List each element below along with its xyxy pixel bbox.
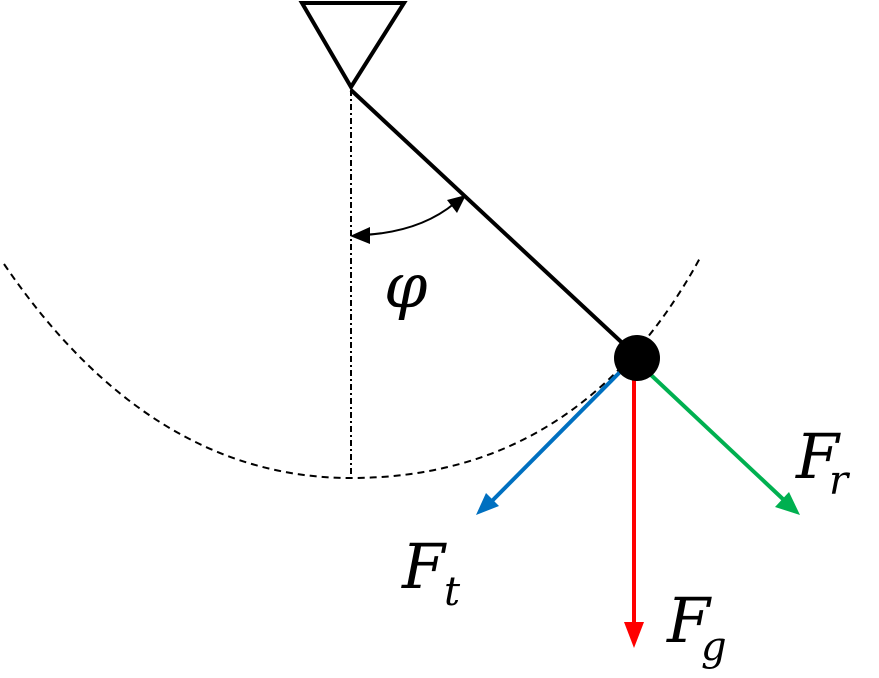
tangential-force-subscript: t — [444, 569, 461, 615]
angle-label: φ — [384, 249, 428, 322]
gravity-force-label: F — [666, 584, 712, 657]
angle-arc-arrowhead-left — [350, 227, 370, 244]
radial-force-arrowhead — [775, 492, 800, 515]
angle-arc-arrowhead-right — [447, 195, 466, 213]
radial-force-arrow — [649, 373, 787, 503]
pendulum-rod — [349, 88, 634, 354]
gravity-force-arrowhead — [624, 622, 644, 648]
pivot-support-triangle — [298, 1, 408, 91]
tangential-force-label: F — [401, 530, 447, 603]
swing-arc — [3, 257, 701, 480]
radial-force-subscript: r — [829, 458, 851, 504]
tangential-force-arrow — [485, 370, 622, 508]
pendulum-bob — [614, 335, 660, 381]
gravity-force-subscript: g — [701, 624, 727, 670]
radial-force-label: F — [795, 420, 841, 493]
tangential-force-arrowhead — [476, 493, 499, 515]
angle-arc — [362, 202, 456, 236]
